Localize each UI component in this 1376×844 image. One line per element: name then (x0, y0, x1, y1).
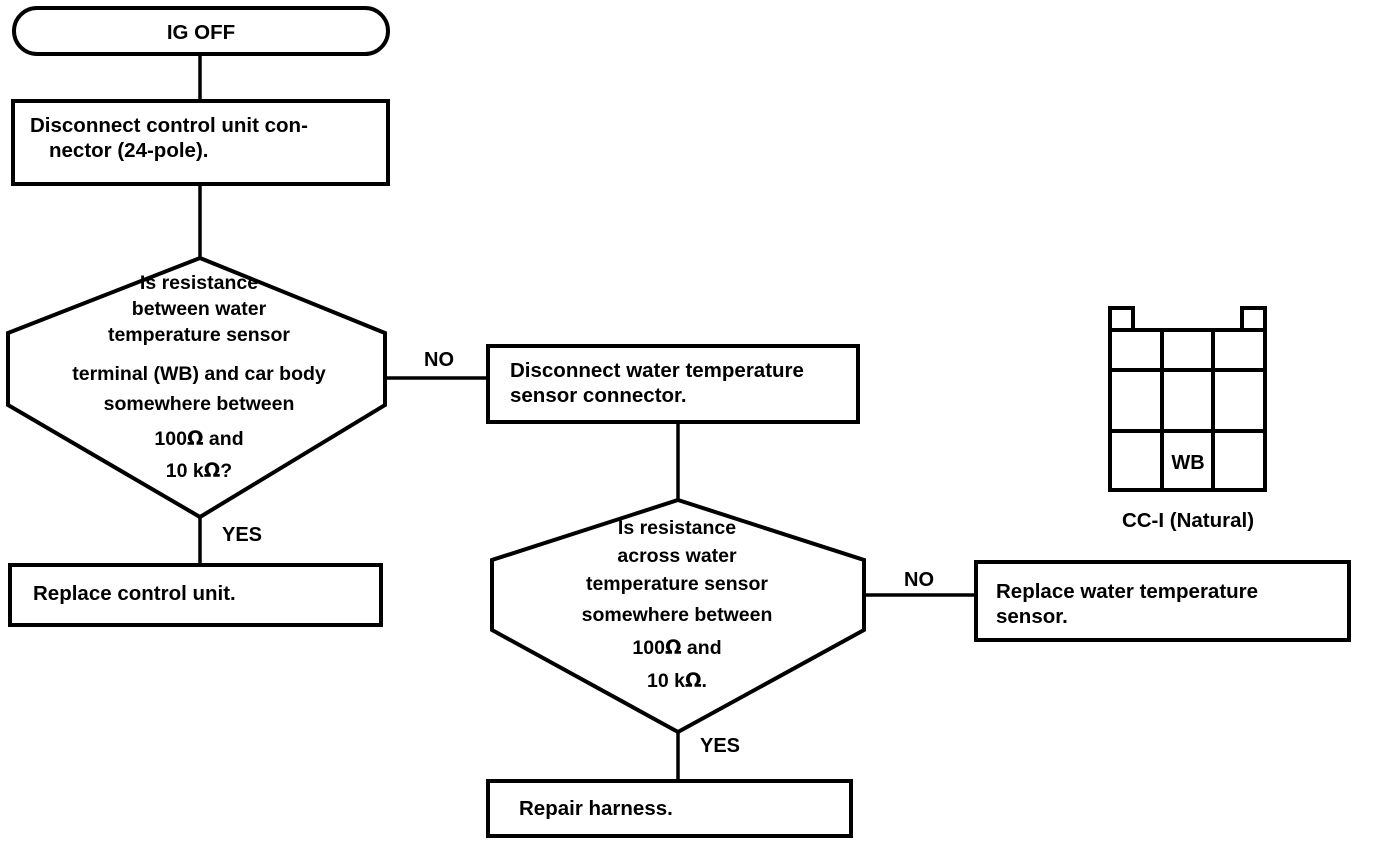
decision1-yes-label: YES (222, 524, 262, 546)
decision-value-line-1: 100Ω and (632, 636, 721, 659)
box-line-1: Repair harness. (519, 797, 673, 820)
value-prefix: 100 (154, 428, 187, 450)
decision-body-resistance[interactable]: Is resistance between water temperature … (6, 255, 387, 520)
decision-value-line-2: 10 kΩ? (166, 459, 232, 482)
ohm-symbol: Ω (665, 636, 682, 659)
box-line-1: Disconnect control unit con- (30, 114, 308, 137)
decision2-yes-label: YES (700, 735, 740, 757)
terminal-shape (12, 6, 390, 56)
value-suffix: and (682, 637, 722, 659)
decision-line-4: terminal (WB) and car body (72, 363, 326, 385)
value-suffix: . (702, 670, 707, 692)
box-line-1: Replace water temperature (996, 580, 1258, 603)
box-line-2: sensor connector. (510, 384, 687, 407)
value-suffix: and (204, 428, 244, 450)
decision-value-line-1: 100Ω and (154, 427, 243, 450)
box-shape (486, 344, 860, 424)
ohm-symbol: Ω (685, 669, 702, 692)
box-shape (11, 99, 390, 186)
decision-line-5: somewhere between (104, 393, 295, 415)
box-line-2: sensor. (996, 605, 1068, 628)
process-box-replace-control-unit[interactable]: Replace control unit. (8, 563, 383, 627)
connector-pinout-cc-i[interactable]: WB CC-I (Natural) (1108, 306, 1267, 532)
decision-value-line-2: 10 kΩ. (647, 669, 707, 692)
decision-line-3: temperature sensor (586, 573, 768, 595)
box-line-2: nector (24-pole). (49, 139, 208, 162)
decision-shape (490, 497, 866, 735)
value-prefix: 10 k (166, 460, 204, 482)
process-box-repair-harness[interactable]: Repair harness. (486, 779, 853, 838)
box-shape (486, 779, 853, 838)
process-box-disconnect-sensor-connector[interactable]: Disconnect water temperature sensor conn… (486, 344, 860, 424)
box-shape (8, 563, 383, 627)
connector-lines (198, 55, 976, 781)
value-prefix: 100 (632, 637, 665, 659)
decision-line-3: temperature sensor (108, 324, 290, 346)
process-box-disconnect-control-unit[interactable]: Disconnect control unit con- nector (24-… (11, 99, 390, 186)
terminal-ig-off[interactable]: IG OFF (12, 6, 390, 56)
decision-line-4: somewhere between (582, 604, 773, 626)
box-line-1: Replace control unit. (33, 582, 236, 605)
decision-sensor-resistance[interactable]: Is resistance across water temperature s… (490, 497, 866, 735)
decision-line-2: across water (617, 545, 737, 567)
process-box-replace-water-temp-sensor[interactable]: Replace water temperature sensor. (974, 560, 1351, 642)
value-prefix: 10 k (647, 670, 685, 692)
box-line-1: Disconnect water temperature (510, 359, 804, 382)
decision1-no-label: NO (424, 349, 454, 371)
connector-caption: CC-I (Natural) (1122, 509, 1254, 532)
box-shape (974, 560, 1351, 642)
ohm-symbol: Ω (187, 427, 204, 450)
decision-line-2: between water (132, 298, 267, 320)
value-suffix: ? (220, 460, 232, 482)
decision-shape (6, 255, 387, 520)
decision-line-1: Is resistance (140, 272, 258, 294)
ohm-symbol: Ω (204, 459, 221, 482)
decision2-no-label: NO (904, 569, 934, 591)
decision-line-1: Is resistance (618, 517, 736, 539)
terminal-label: IG OFF (167, 21, 235, 44)
connector-pin-label-wb: WB (1171, 452, 1204, 474)
